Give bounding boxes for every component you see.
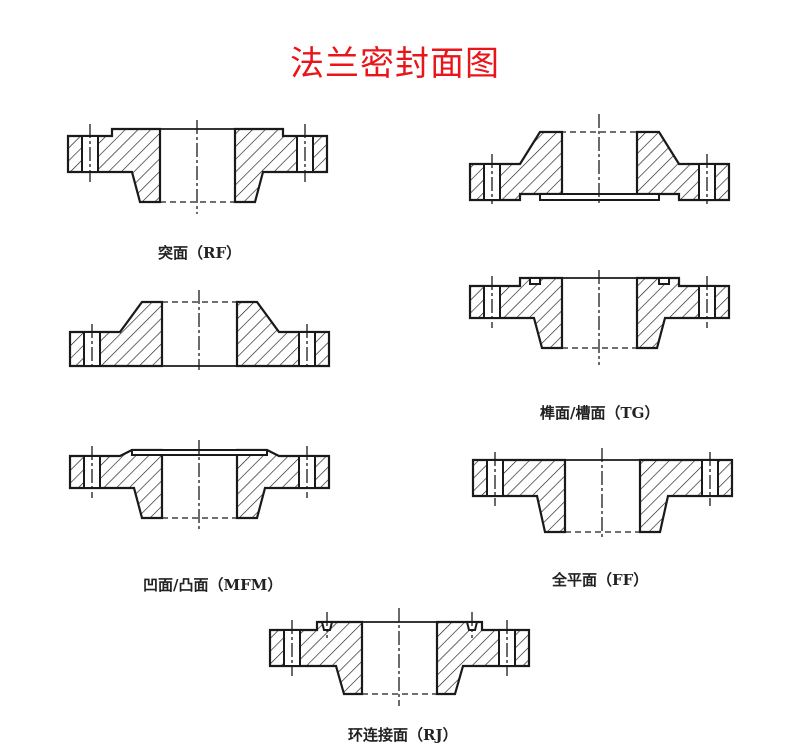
right-half (635, 130, 731, 202)
raised-face-flange-drawing (66, 120, 329, 214)
full-face-flange-drawing (471, 448, 734, 540)
ring-joint-flange-drawing (268, 608, 531, 706)
ring-joint-label: 环连接面（RJ） (348, 726, 458, 744)
full-face-label: 全平面（FF） (552, 571, 649, 589)
left-half (268, 620, 364, 696)
right-half (235, 300, 331, 368)
left-half (471, 458, 567, 534)
left-half (66, 127, 162, 204)
male-female-upper-flange-drawing (68, 290, 331, 370)
right-half (435, 620, 531, 696)
male-female-lower-flange-drawing (68, 440, 331, 530)
raised-face-label: 突面（RF） (158, 244, 242, 262)
right-half (235, 448, 331, 520)
tongue-groove-lower-flange-drawing (468, 270, 731, 365)
tongue-groove-upper-flange-drawing (468, 114, 731, 204)
left-half (68, 300, 164, 368)
right-half (233, 127, 329, 204)
left-half (468, 130, 564, 202)
male-female-label: 凹面/凸面（MFM） (143, 576, 283, 594)
left-half (68, 448, 164, 520)
left-half (468, 276, 564, 350)
page-title: 法兰密封面图 (290, 44, 500, 84)
right-half (635, 276, 731, 350)
tongue-groove-label: 榫面/槽面（TG） (540, 404, 660, 422)
right-half (638, 458, 734, 534)
